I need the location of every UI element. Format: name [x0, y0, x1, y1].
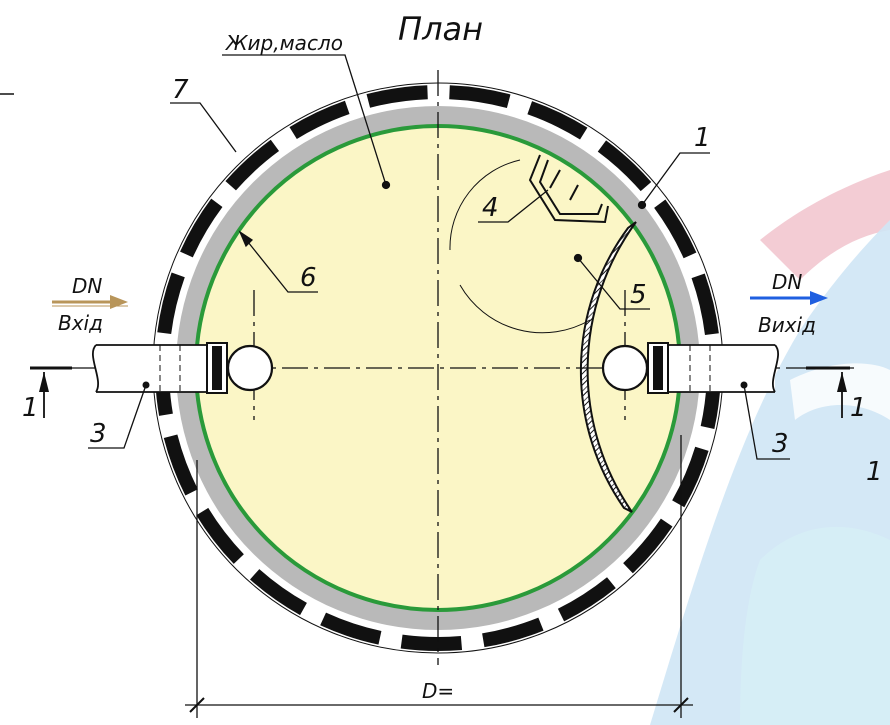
- dimension-line: [185, 435, 693, 718]
- outlet-tee: [601, 344, 649, 392]
- callout-3-right: 3: [772, 429, 789, 459]
- callout-5: 5: [630, 280, 647, 310]
- inlet-pipe: [92, 342, 274, 394]
- dimension-label: D=: [422, 679, 454, 703]
- callout-6: 6: [300, 263, 317, 293]
- inlet-dn-label: DN: [72, 274, 102, 298]
- watermark-cyan-wave: [740, 526, 890, 725]
- watermark-logo: [650, 170, 890, 725]
- contents-label: Жир,масло: [224, 31, 343, 55]
- callout-4: 4: [482, 193, 499, 223]
- callout-1-top: 1: [694, 123, 711, 153]
- outlet-dn-label: DN: [772, 270, 802, 294]
- section-mark-right: [806, 366, 850, 418]
- section-mark-left: [30, 366, 72, 418]
- rotation-arc-lower: [459, 284, 591, 334]
- section-label-left: 1: [22, 393, 39, 423]
- inlet-label: Вхід: [58, 311, 103, 335]
- outlet-pipe: [601, 342, 779, 394]
- section-label-right: 1: [850, 393, 867, 423]
- callout-7: 7: [172, 75, 189, 105]
- watermark-red-swoosh: [760, 170, 890, 280]
- section-label-far-right: 1: [866, 457, 883, 487]
- outlet-arrow: [750, 291, 828, 305]
- leaders: [88, 54, 790, 460]
- access-handle: [528, 154, 609, 224]
- baffle-partition: [579, 221, 637, 513]
- outlet-label: Вихід: [758, 313, 816, 337]
- page-title: План: [398, 10, 483, 48]
- rotation-arc-upper: [449, 159, 521, 251]
- inlet-tee: [226, 344, 274, 392]
- callout-3-left: 3: [90, 419, 107, 449]
